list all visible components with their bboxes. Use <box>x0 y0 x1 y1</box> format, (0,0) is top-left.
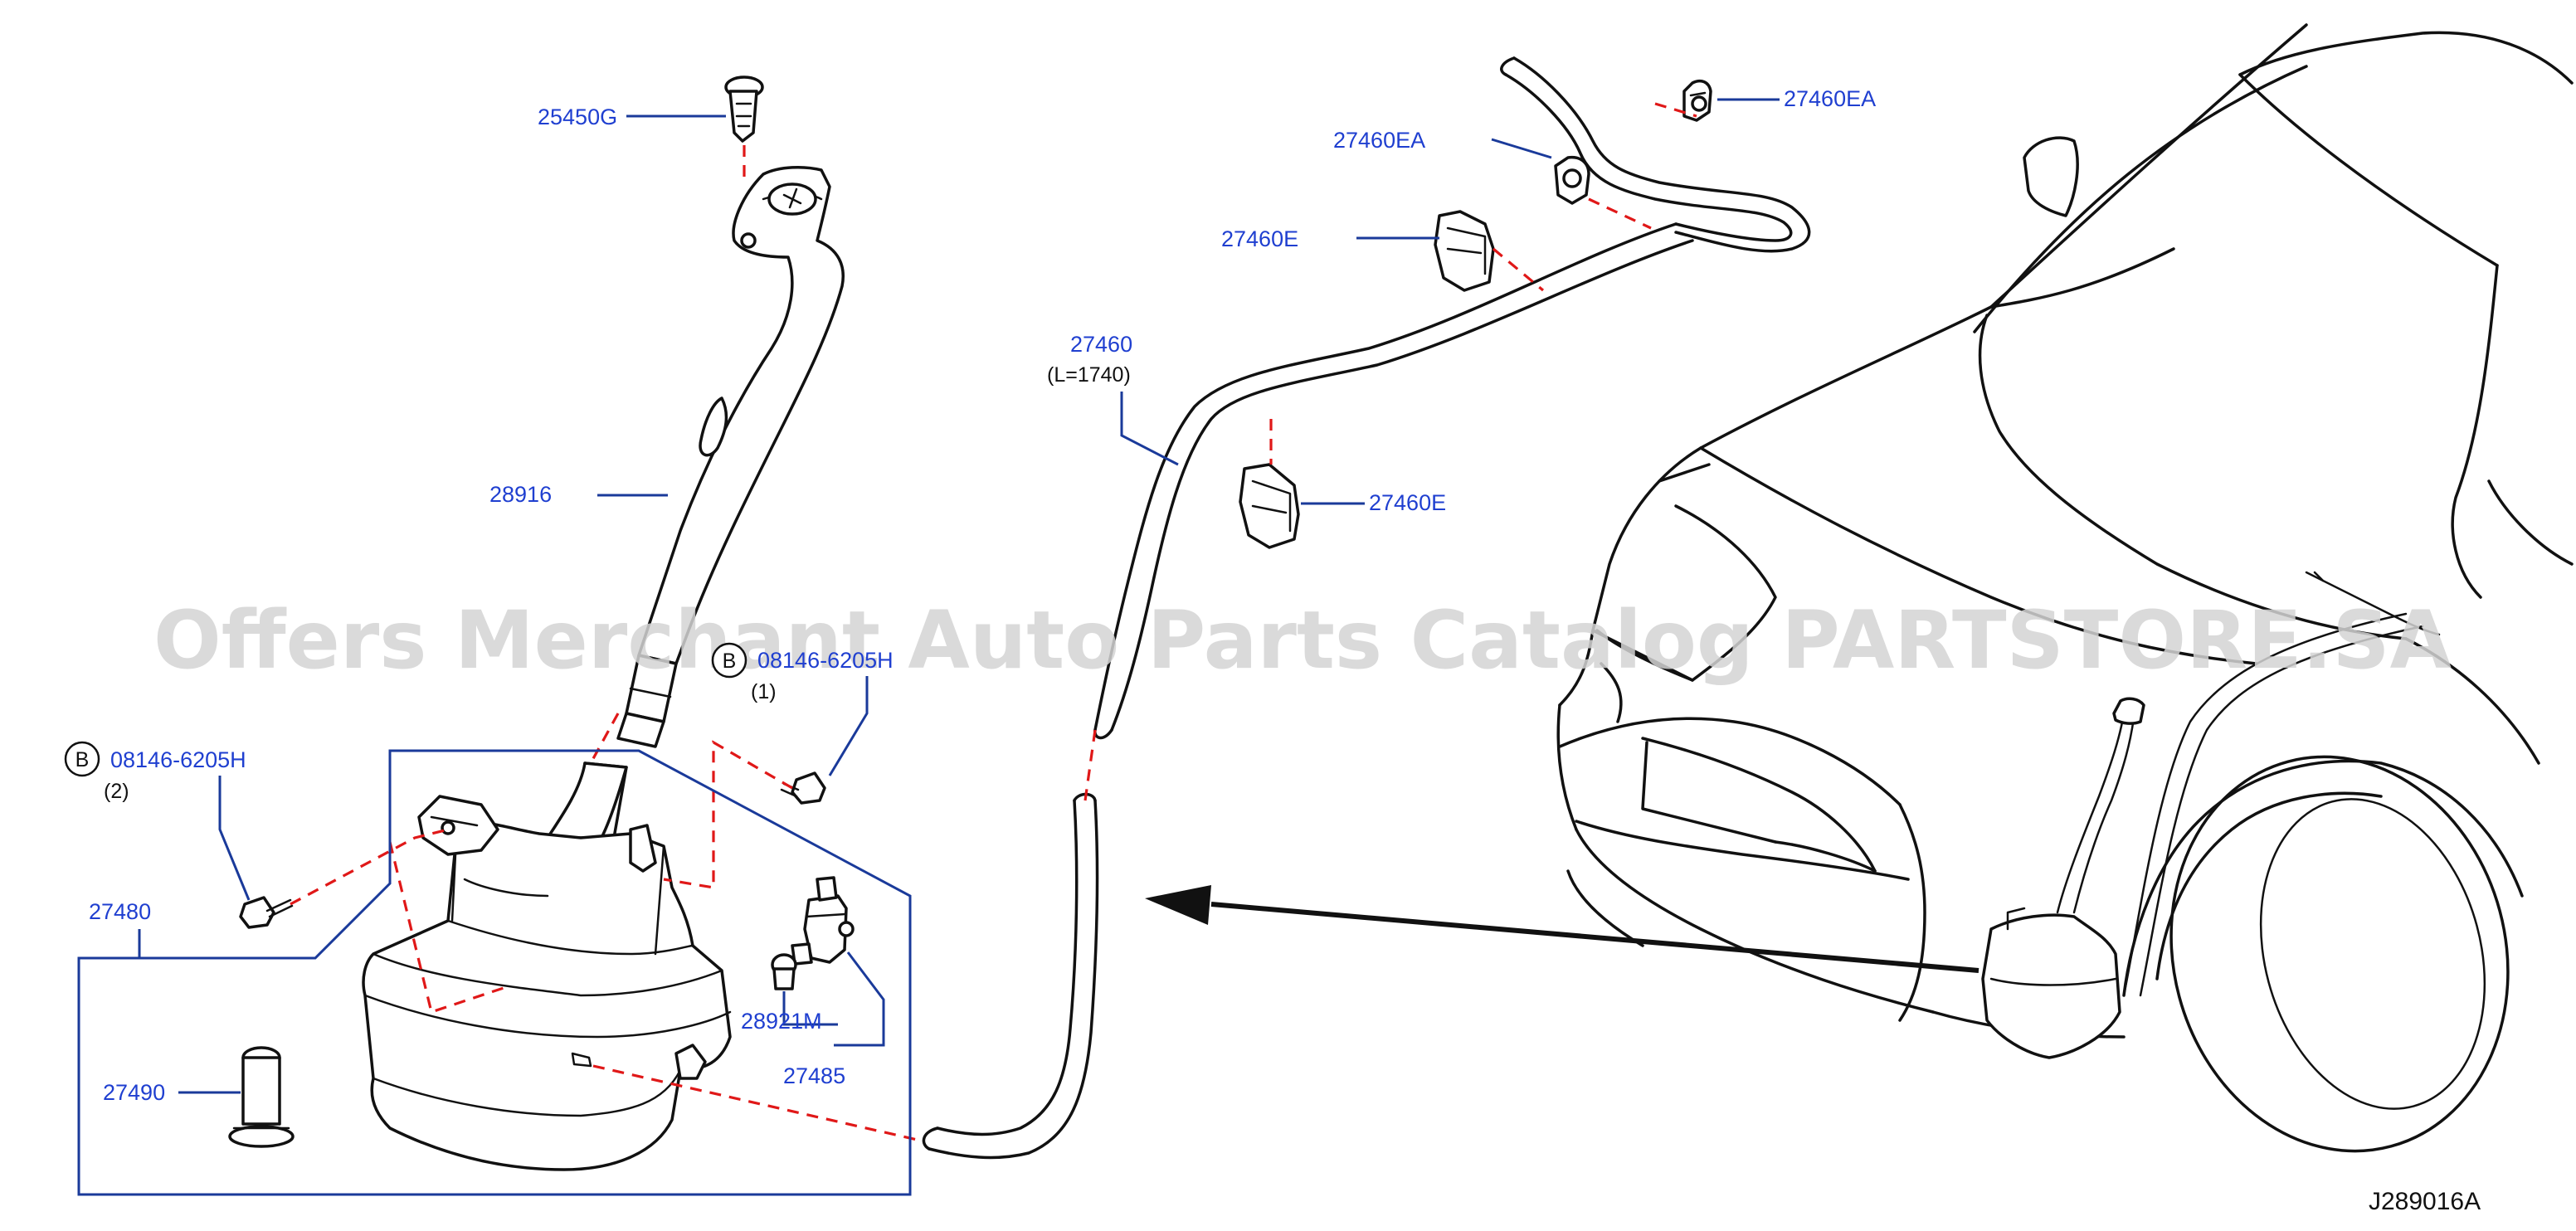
clip-27460E-upper <box>1434 210 1495 292</box>
washer-pump-27485 <box>791 876 855 966</box>
label-27460E-lower[interactable]: 27460E <box>1369 490 1446 515</box>
filler-neck-28916 <box>616 165 845 748</box>
badge-circle-mid <box>711 642 747 679</box>
label-27460EA-left[interactable]: 27460EA <box>1333 128 1425 153</box>
label-27460E-upper[interactable]: 27460E <box>1221 226 1298 251</box>
qty-bolt-mid: (1) <box>751 680 777 703</box>
label-25450G[interactable]: 25450G <box>538 105 617 129</box>
drawing-code: J289016A <box>2369 1188 2481 1215</box>
assembly-box-27480 <box>77 749 912 1196</box>
washer-hose-27460 <box>922 56 1811 1160</box>
badge-letter-mid: B <box>723 650 737 673</box>
label-27460EA-right[interactable]: 27460EA <box>1784 86 1876 111</box>
watermark-text: Offers Merchant Auto Parts Catalog PARTS… <box>153 594 2452 687</box>
part-labels: 25450G 28916 27460EA 27460EA 27460E 2746… <box>64 86 1876 1105</box>
leader-lines <box>138 98 1780 1094</box>
washer-tank-27480 <box>362 761 732 1171</box>
label-bolt-left[interactable]: 08146-6205H <box>110 747 246 772</box>
grommet-28921M <box>771 953 797 990</box>
bolt-left <box>239 896 294 929</box>
reference-arrow <box>1145 885 1979 973</box>
label-27485[interactable]: 27485 <box>783 1063 845 1088</box>
label-28916[interactable]: 28916 <box>489 482 552 507</box>
label-27460[interactable]: 27460 <box>1070 332 1132 357</box>
label-28921M[interactable]: 28921M <box>741 1009 822 1034</box>
label-27460-length: (L=1740) <box>1047 363 1131 387</box>
filter-27490 <box>228 1046 295 1148</box>
car-front-illustration <box>1556 23 2574 1153</box>
clip-25450G <box>724 75 764 143</box>
badge-circle-left <box>64 741 100 777</box>
label-27480[interactable]: 27480 <box>89 899 151 924</box>
clip-27460EA-lower <box>1554 155 1590 205</box>
bolt-mid <box>780 771 826 805</box>
assembly-lines <box>290 102 1697 1142</box>
qty-bolt-left: (2) <box>104 780 129 803</box>
badge-letter-left: B <box>75 748 90 771</box>
clip-27460E-lower <box>1239 463 1300 549</box>
label-27490[interactable]: 27490 <box>103 1080 165 1105</box>
label-bolt-mid[interactable]: 08146-6205H <box>757 648 894 673</box>
clip-27460EA-upper <box>1682 80 1712 122</box>
